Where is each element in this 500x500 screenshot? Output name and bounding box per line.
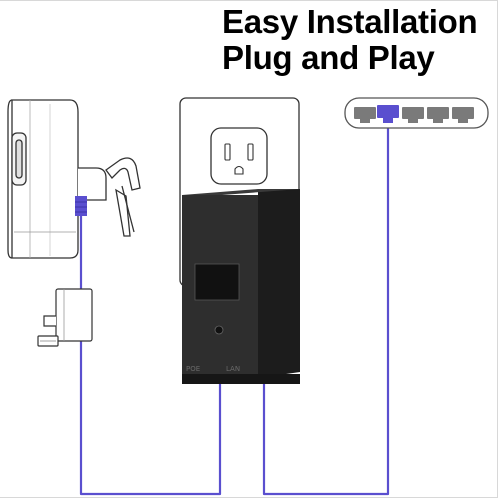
- security-camera-icon: [7, 99, 141, 259]
- lan-port-label: LAN: [226, 365, 240, 373]
- headline-line-2: Plug and Play: [222, 39, 435, 76]
- poe-port-label: POE: [186, 365, 200, 373]
- switch-port-3: [402, 107, 424, 123]
- cable-camera-to-injector: [79, 216, 222, 496]
- switch-port-4: [427, 107, 449, 123]
- poe-injector-icon: [182, 189, 300, 384]
- switch-port-5: [452, 107, 474, 123]
- switch-port-1: [354, 107, 376, 123]
- camera-cable-connector: [75, 196, 87, 216]
- network-switch-icon: [344, 97, 489, 129]
- switch-port-2-active: [377, 105, 399, 123]
- camera-mount-bracket-icon: [37, 288, 93, 347]
- headline: Easy Installation Plug and Play: [222, 3, 478, 76]
- cable-injector-to-switch: [262, 122, 390, 496]
- headline-line-1: Easy Installation: [222, 3, 478, 40]
